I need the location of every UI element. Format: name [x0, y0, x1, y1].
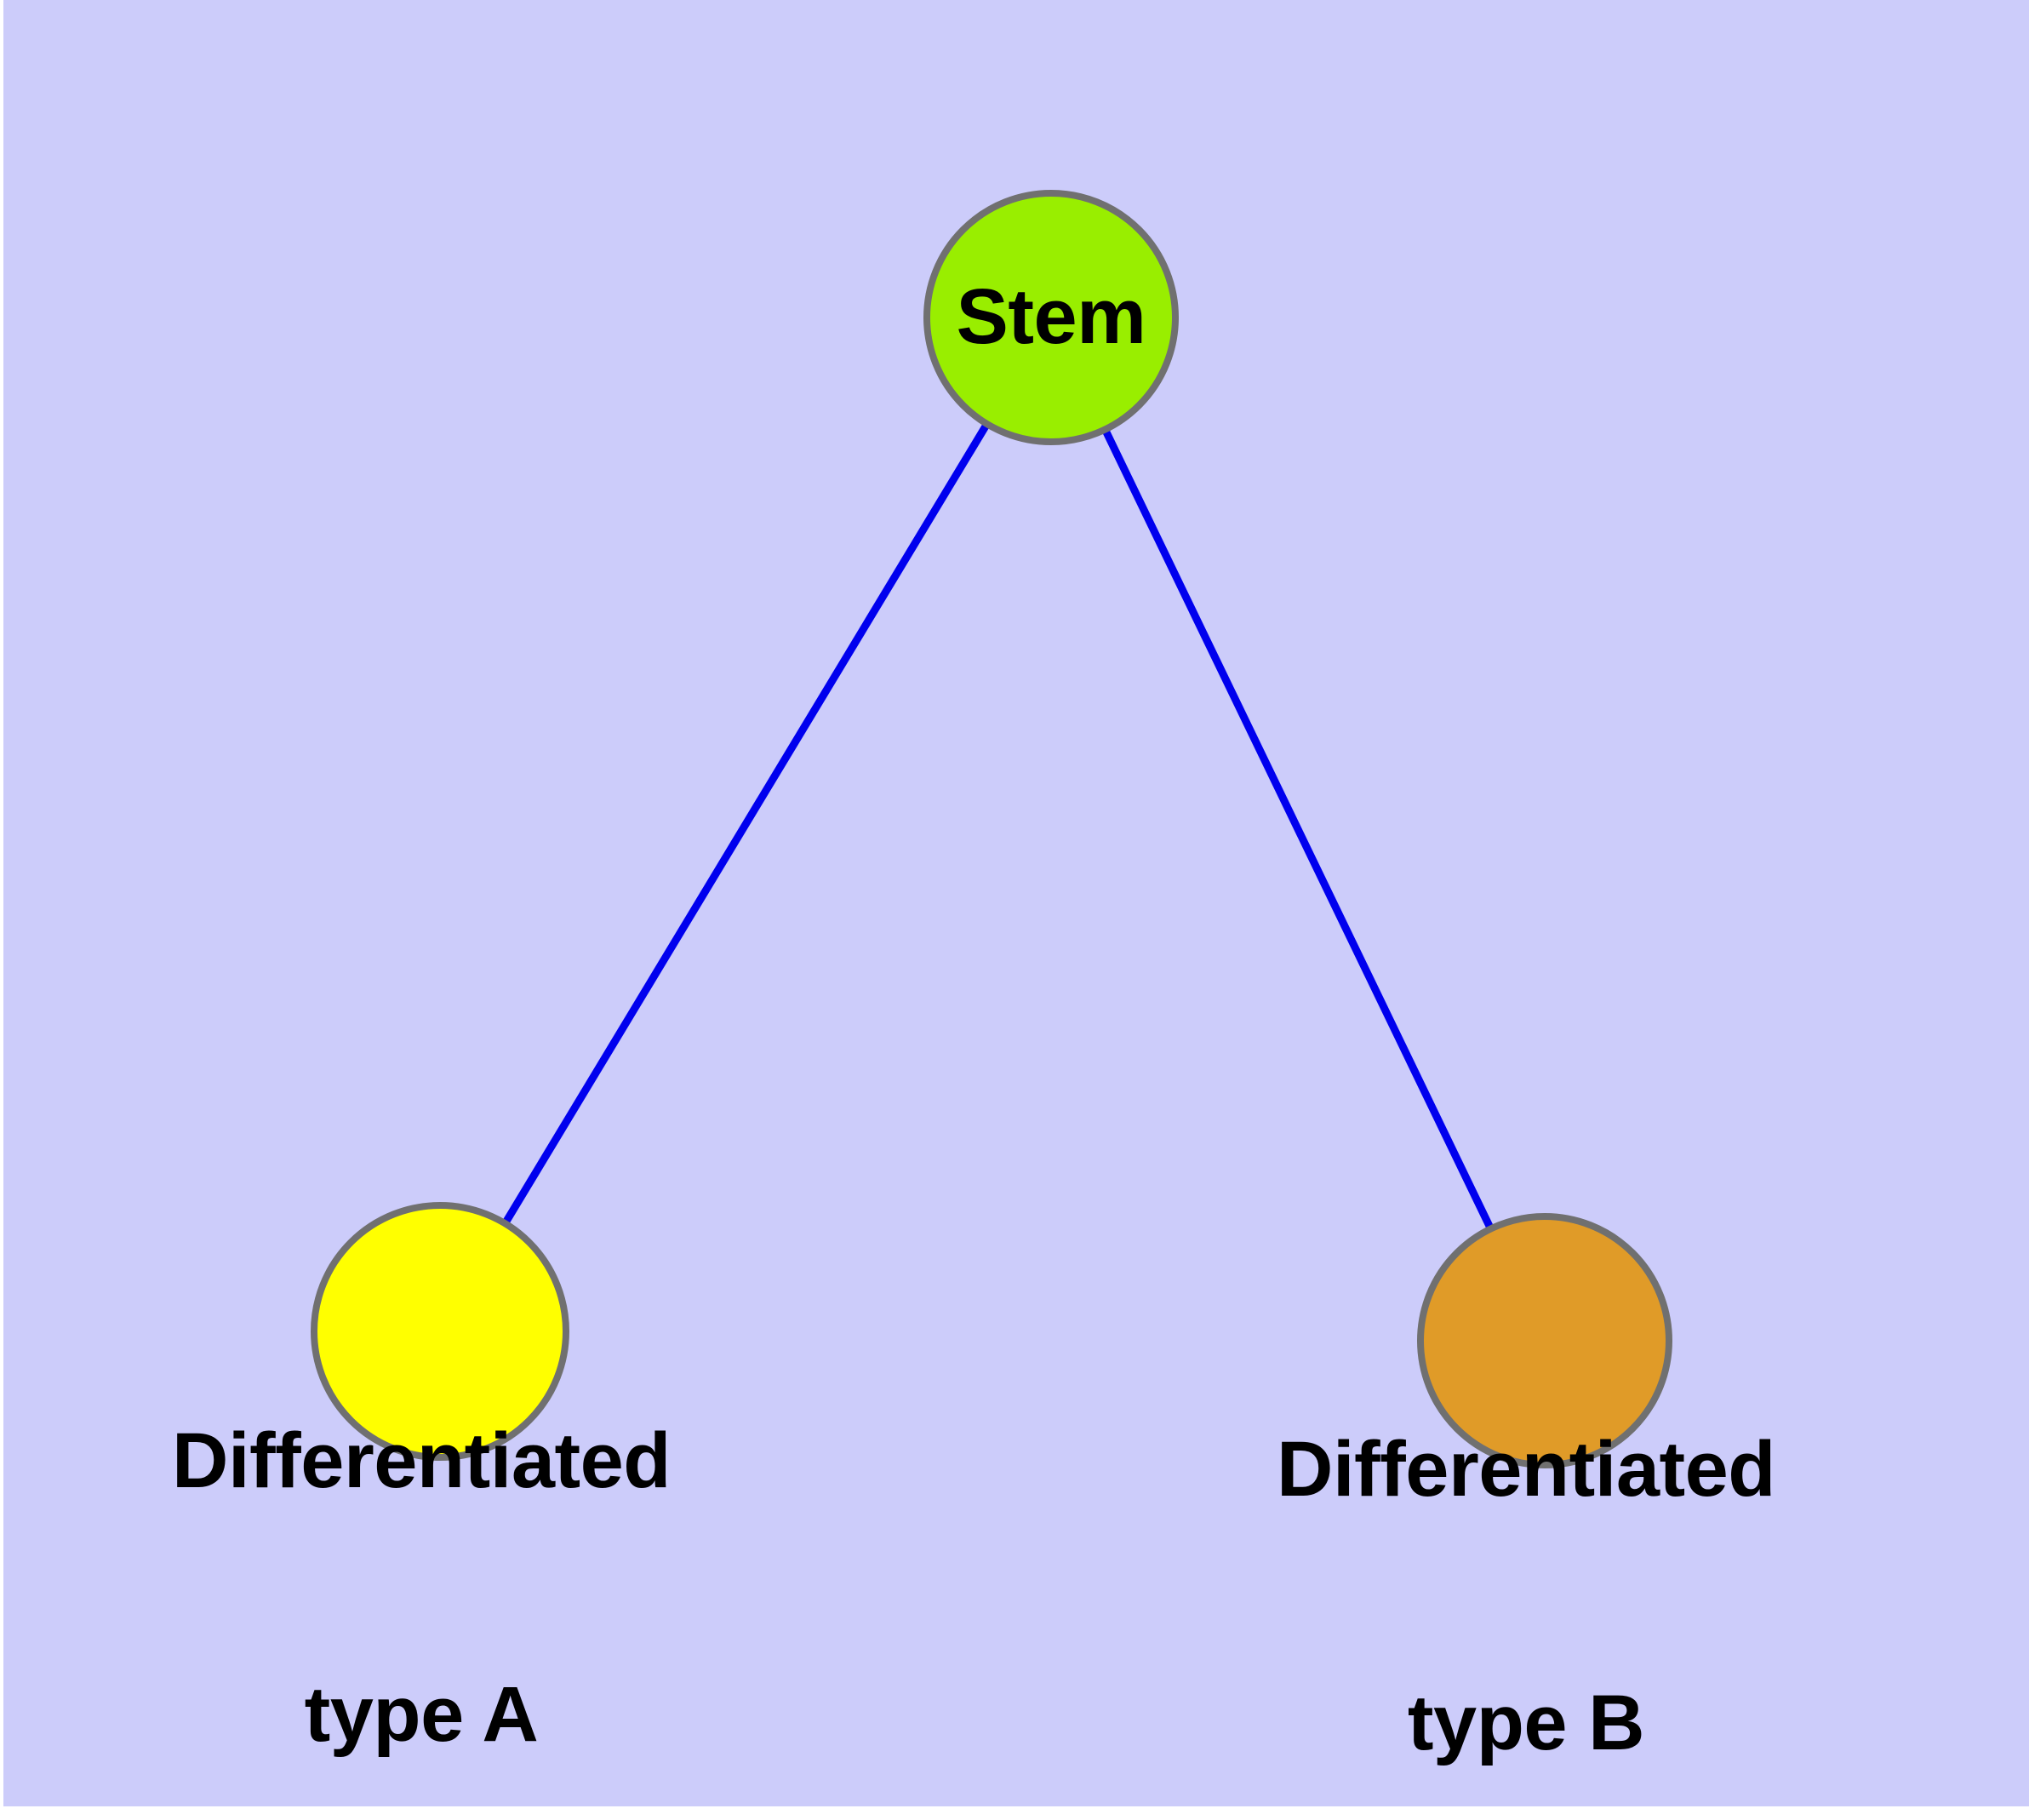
- node-layer: [311, 190, 1672, 1468]
- node-stem-circle[interactable]: [923, 190, 1179, 445]
- edge-stem-to-diff-a: [437, 315, 1055, 1334]
- node-diff-a-circle[interactable]: [311, 1202, 569, 1461]
- edge-stem-to-diff-b: [1047, 316, 1549, 1342]
- node-diff-b-circle[interactable]: [1417, 1213, 1672, 1468]
- edge-layer: [437, 315, 1549, 1342]
